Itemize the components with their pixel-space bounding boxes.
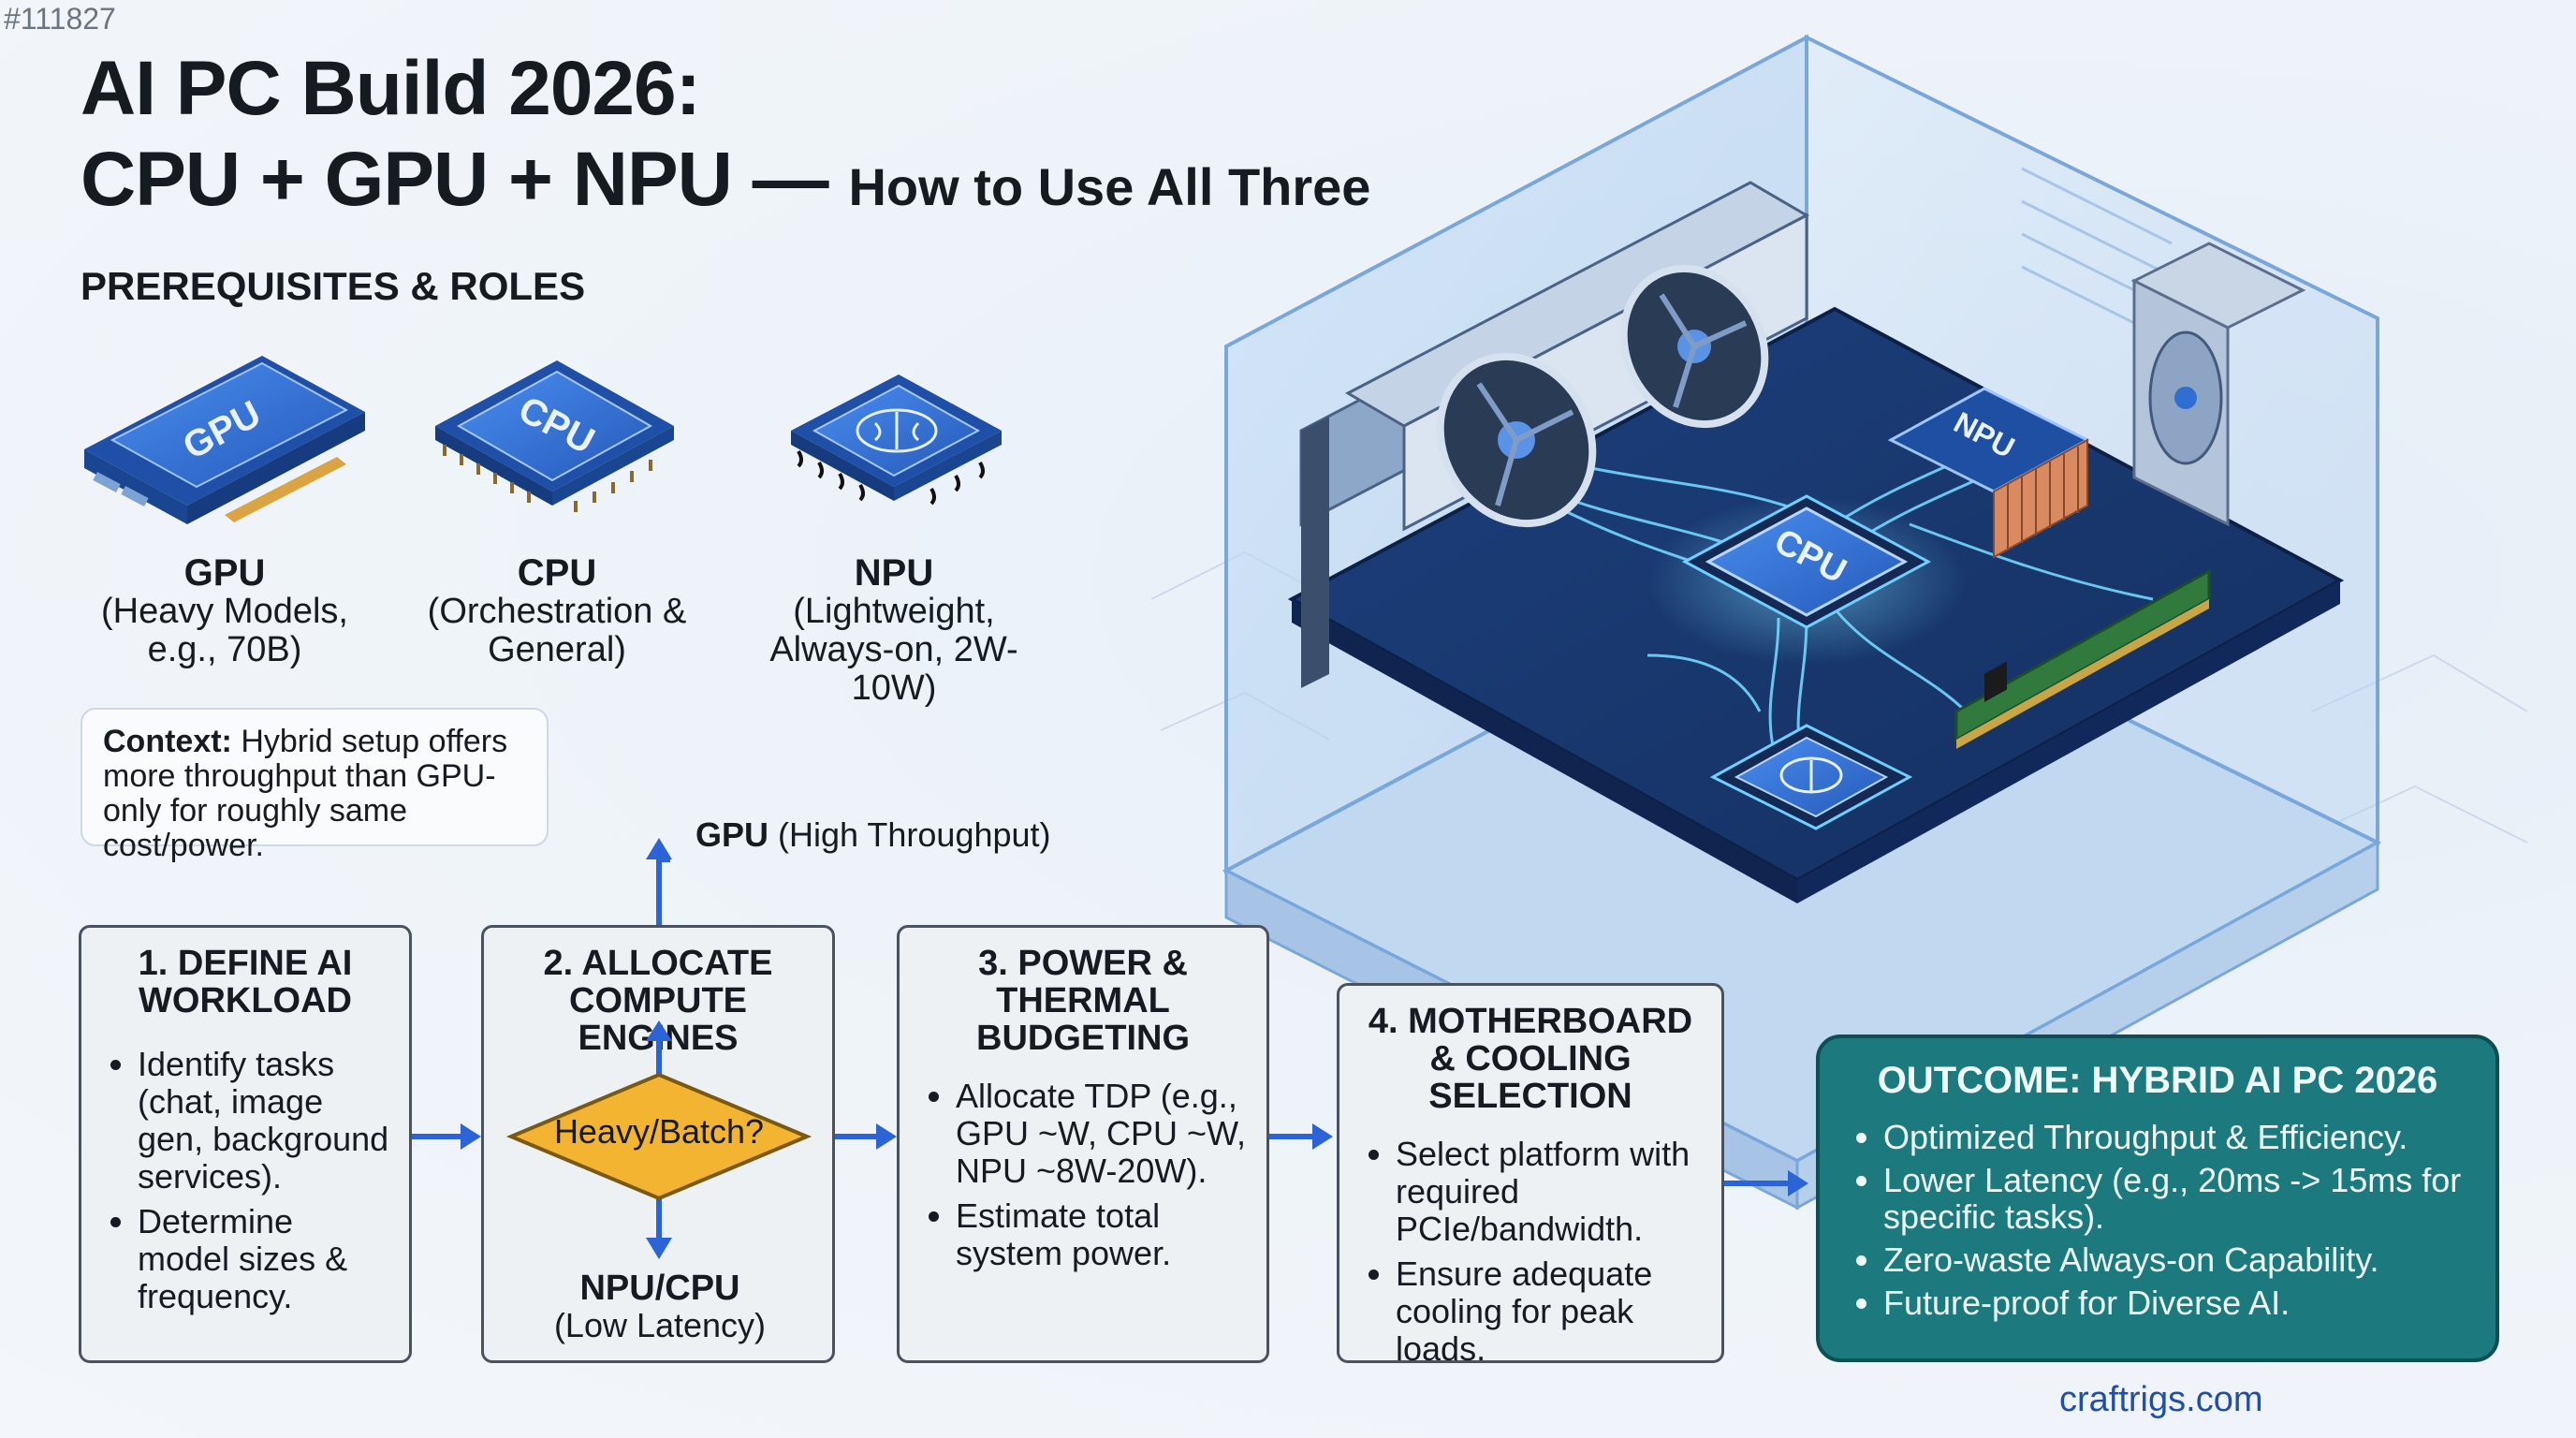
npu-chip-icon	[791, 374, 1002, 506]
cpu-role-desc: (Orchestration & General)	[427, 592, 687, 669]
step-motherboard-cooling: 4. MOTHERBOARD & COOLING SELECTION Selec…	[1337, 983, 1724, 1368]
step-1-title: 1. DEFINE AI WORKLOAD	[138, 944, 353, 1020]
step-define-workload: 1. DEFINE AI WORKLOAD Identify tasks (ch…	[79, 925, 412, 1363]
outcome-item: Lower Latency (e.g., 20ms -> 15ms for sp…	[1883, 1162, 2469, 1235]
ai-accelerator-chip	[1709, 724, 1913, 830]
decision-diamond-front	[505, 1072, 812, 1201]
gpu-fan-right	[1619, 264, 1769, 429]
gpu-card	[1299, 181, 1810, 688]
decision-no-branch: NPU/CPU (Low Latency)	[538, 1269, 782, 1344]
decision-yes-label: GPU	[695, 815, 769, 854]
cpu-socket-chip: CPU	[1681, 494, 1932, 629]
step-1-item: Identify tasks (chat, image gen, backgro…	[138, 1046, 390, 1196]
gpu-card-icon: GPU	[84, 356, 365, 524]
step-3-item: Estimate total system power.	[956, 1197, 1248, 1272]
outcome-title: OUTCOME: HYBRID AI PC 2026	[1877, 1060, 2438, 1101]
decision-no-detail: (Low Latency)	[553, 1306, 767, 1344]
credit-link[interactable]: craftrigs.com	[2059, 1380, 2263, 1419]
cpu-chip-icon: CPU	[435, 360, 674, 512]
step-power-thermal: 3. POWER & THERMAL BUDGETING Allocate TD…	[897, 925, 1269, 1363]
step-1-item: Determine model sizes & frequency.	[138, 1203, 390, 1315]
outcome-list: Optimized Throughput & Efficiency. Lower…	[1846, 1119, 2469, 1321]
cpu-role-name: CPU	[517, 552, 597, 594]
gpu-role-name: GPU	[183, 552, 266, 594]
page-title: AI PC Build 2026:	[80, 46, 701, 131]
outcome-item: Future-proof for Diverse AI.	[1883, 1284, 2469, 1321]
gpu-role: GPU (Heavy Models, e.g., 70B)	[94, 554, 356, 669]
decision-yes-branch: GPU (High Throughput)	[695, 816, 1051, 854]
step-3-item: Allocate TDP (e.g., GPU ~W, CPU ~W, NPU …	[956, 1078, 1248, 1190]
decision-no-label: NPU/CPU	[579, 1269, 740, 1308]
step-4-list: Select platform with required PCIe/bandw…	[1358, 1136, 1703, 1368]
decision-question: Heavy/Batch?	[553, 1112, 765, 1151]
brain-chip-icon	[1779, 756, 1843, 794]
step-4-title: 4. MOTHERBOARD & COOLING SELECTION	[1368, 1002, 1693, 1116]
npu-heatsink-chip: NPU	[1887, 387, 2091, 559]
step-3-list: Allocate TDP (e.g., GPU ~W, CPU ~W, NPU …	[918, 1078, 1248, 1272]
section-heading: PREREQUISITES & ROLES	[80, 264, 586, 308]
gpu-role-desc: (Heavy Models, e.g., 70B)	[101, 592, 348, 669]
ram-module	[1954, 568, 2211, 749]
cpu-role: CPU (Orchestration & General)	[426, 554, 688, 669]
page-subtitle: CPU + GPU + NPU — How to Use All Three	[80, 136, 1370, 224]
npu-role-name: NPU	[854, 552, 934, 594]
context-note: Context: Hybrid setup offers more throug…	[80, 708, 549, 863]
context-label: Context:	[103, 724, 232, 759]
step-3-title: 3. POWER & THERMAL BUDGETING	[976, 944, 1190, 1058]
gpu-fan-left	[1436, 352, 1597, 528]
subtitle-main: CPU + GPU + NPU —	[80, 137, 829, 222]
outcome-panel: OUTCOME: HYBRID AI PC 2026 Optimized Thr…	[1816, 1034, 2499, 1362]
outcome-item: Optimized Throughput & Efficiency.	[1883, 1119, 2469, 1155]
decision-yes-detail: (High Throughput)	[778, 815, 1051, 854]
subtitle-secondary: How to Use All Three	[848, 157, 1371, 216]
npu-role-desc: (Lightweight, Always-on, 2W-10W)	[769, 592, 1018, 708]
reference-code: #111827	[4, 2, 116, 36]
step-4-item: Ensure adequate cooling for peak loads.	[1396, 1255, 1703, 1368]
step-1-list: Identify tasks (chat, image gen, backgro…	[100, 1046, 390, 1315]
npu-role: NPU (Lightweight, Always-on, 2W-10W)	[739, 554, 1048, 708]
pc-illustration: NPU CPU	[1222, 34, 2382, 1211]
outcome-item: Zero-waste Always-on Capability.	[1883, 1241, 2469, 1278]
hard-drive	[2130, 242, 2306, 527]
step-4-item: Select platform with required PCIe/bandw…	[1396, 1136, 1703, 1248]
brain-icon	[856, 408, 938, 453]
context-text: Hybrid setup offers more throughput than…	[103, 724, 508, 863]
